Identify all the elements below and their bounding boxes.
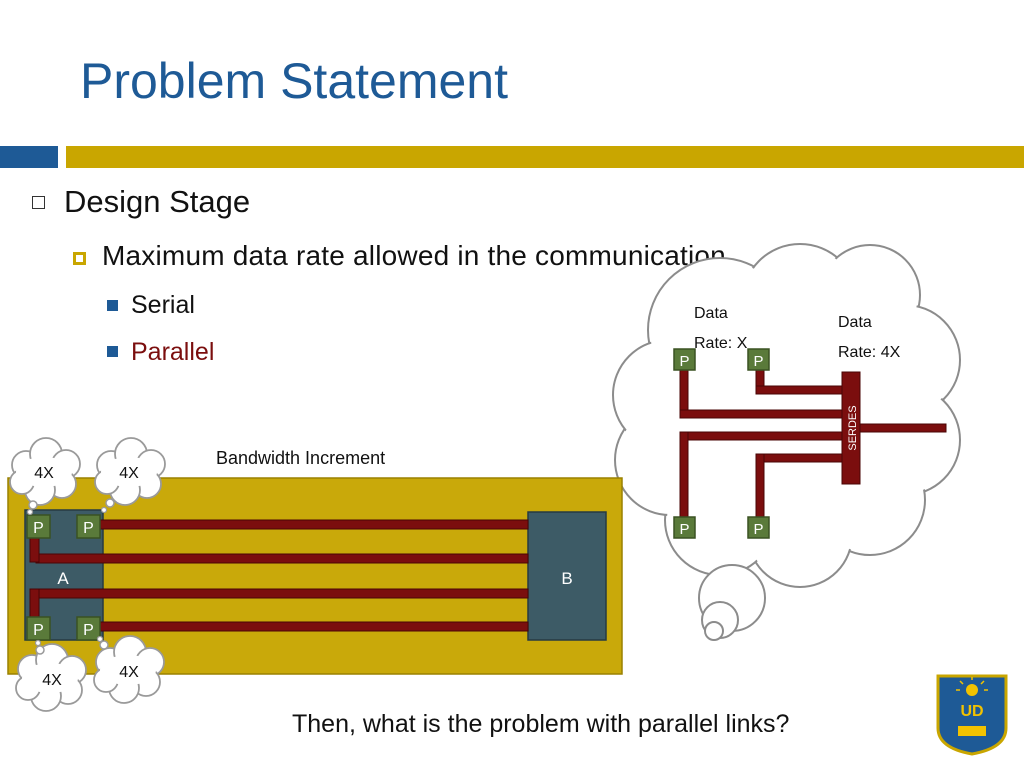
title-bar-blue [0, 146, 58, 168]
bullet-square-blue [107, 300, 118, 311]
bullet-design-stage: Design Stage [64, 184, 251, 219]
cloud-port-bottom-right: P [747, 516, 770, 539]
sun-icon [966, 684, 978, 696]
bullet-max-data-rate: Maximum data rate allowed in the communi… [102, 240, 726, 271]
board [7, 477, 623, 675]
cloud-4x-top-left: 4X [9, 437, 81, 516]
bullet-square-outline [32, 196, 45, 209]
cloud-4x-bottom-right: 4X [93, 635, 165, 704]
title-bar-gold [66, 146, 1024, 168]
cloud-port-bottom-left: P [673, 516, 696, 539]
bullet-serial: Serial [131, 291, 195, 319]
port-bottom-right: P [76, 616, 101, 641]
svg-text:P: P [679, 353, 689, 370]
port-top-right: P [76, 514, 101, 539]
bullet-square-blue [107, 346, 118, 357]
cloud-4x-bottom-left: 4X [15, 639, 87, 712]
serdes-label: SERDES [847, 405, 859, 450]
cloud-4x-top-right: 4X [94, 437, 166, 514]
svg-text:4X: 4X [119, 664, 139, 681]
chip-b-label: B [561, 569, 572, 588]
svg-text:P: P [33, 622, 44, 639]
bullet-square-gold [73, 252, 86, 265]
data-rate-x-line1: Data [694, 305, 728, 322]
bullet-parallel: Parallel [131, 338, 215, 366]
cloud-port-top-right: P [747, 348, 770, 371]
data-rate-4x-line1: Data [838, 314, 872, 331]
book-icon [958, 726, 986, 736]
university-logo: UD [936, 674, 1008, 756]
svg-text:P: P [83, 622, 94, 639]
port-bottom-left: P [26, 616, 51, 641]
serdes-diagram: SERDES P P P P Data Rate: X Data Rate: 4… [673, 305, 947, 539]
slide-title: Problem Statement [80, 53, 508, 109]
serdes-block [841, 371, 861, 485]
svg-text:P: P [83, 520, 94, 537]
svg-text:4X: 4X [34, 465, 54, 482]
thought-cloud [612, 243, 961, 641]
cloud-port-top-left: P [673, 348, 696, 371]
svg-text:4X: 4X [119, 465, 139, 482]
data-rate-4x-line2: Rate: 4X [838, 344, 901, 361]
chip-b [527, 511, 607, 641]
chip-a-label: A [57, 569, 69, 588]
svg-text:P: P [753, 353, 763, 370]
svg-text:P: P [679, 521, 689, 538]
data-rate-x-line2: Rate: X [694, 335, 748, 352]
closing-question: Then, what is the problem with parallel … [292, 710, 790, 738]
svg-text:4X: 4X [42, 672, 62, 689]
svg-text:P: P [33, 520, 44, 537]
bandwidth-increment-label: Bandwidth Increment [216, 448, 385, 468]
svg-text:P: P [753, 521, 763, 538]
svg-text:UD: UD [960, 703, 983, 720]
port-top-left: P [26, 514, 51, 539]
